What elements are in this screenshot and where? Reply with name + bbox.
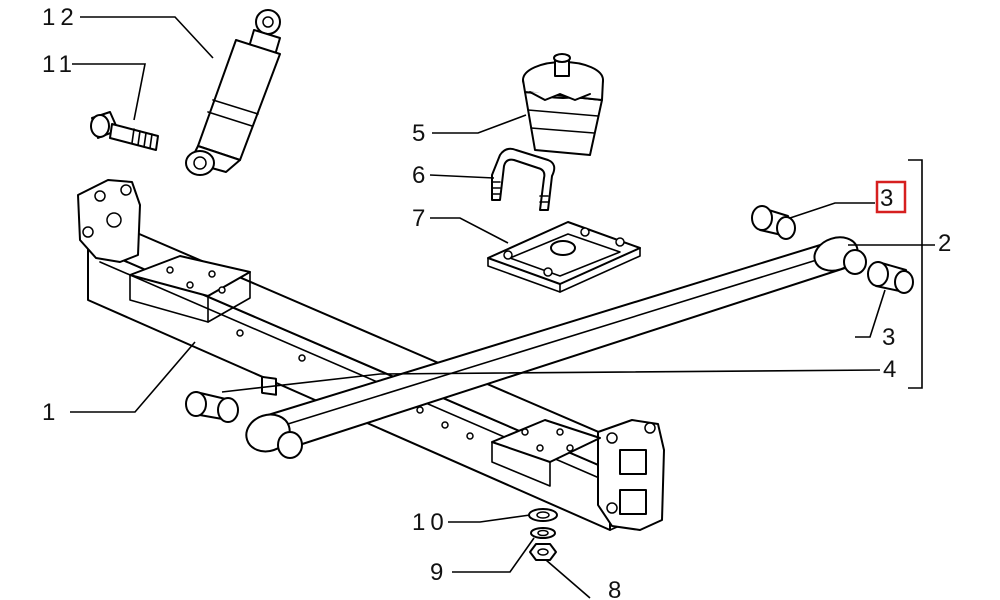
leaf-spring bbox=[245, 236, 867, 459]
label-5[interactable]: 5 bbox=[412, 120, 430, 147]
bushing-rear bbox=[185, 391, 239, 423]
washer-flat bbox=[528, 508, 558, 522]
label-11[interactable]: 11 bbox=[42, 51, 77, 78]
bolt bbox=[90, 111, 159, 151]
label-4[interactable]: 4 bbox=[883, 356, 901, 383]
label-12[interactable]: 12 bbox=[42, 4, 79, 31]
spring-plate bbox=[487, 221, 641, 293]
shock-absorber bbox=[185, 9, 281, 176]
callout-labels: 12 11 5 6 7 3 2 3 4 1 10 9 8 bbox=[42, 4, 956, 600]
bump-stop bbox=[522, 53, 604, 156]
label-2[interactable]: 2 bbox=[938, 230, 956, 257]
label-8[interactable]: 8 bbox=[608, 577, 626, 600]
leader-lines bbox=[70, 16, 935, 599]
bushing-front-upper bbox=[751, 205, 796, 240]
label-10[interactable]: 10 bbox=[412, 509, 449, 536]
highlight-box bbox=[875, 180, 907, 214]
label-9[interactable]: 9 bbox=[430, 559, 448, 586]
label-3[interactable]: 3 bbox=[882, 324, 900, 351]
axle-beam bbox=[77, 179, 665, 531]
label-6[interactable]: 6 bbox=[412, 162, 430, 189]
spring-washer bbox=[530, 527, 556, 539]
hex-nut bbox=[529, 543, 557, 561]
bushing-front-lower bbox=[867, 261, 914, 294]
label-1[interactable]: 1 bbox=[42, 399, 60, 426]
label-7[interactable]: 7 bbox=[412, 205, 430, 232]
u-bolt bbox=[491, 147, 556, 211]
label-3-highlighted[interactable]: 3 bbox=[880, 185, 898, 212]
